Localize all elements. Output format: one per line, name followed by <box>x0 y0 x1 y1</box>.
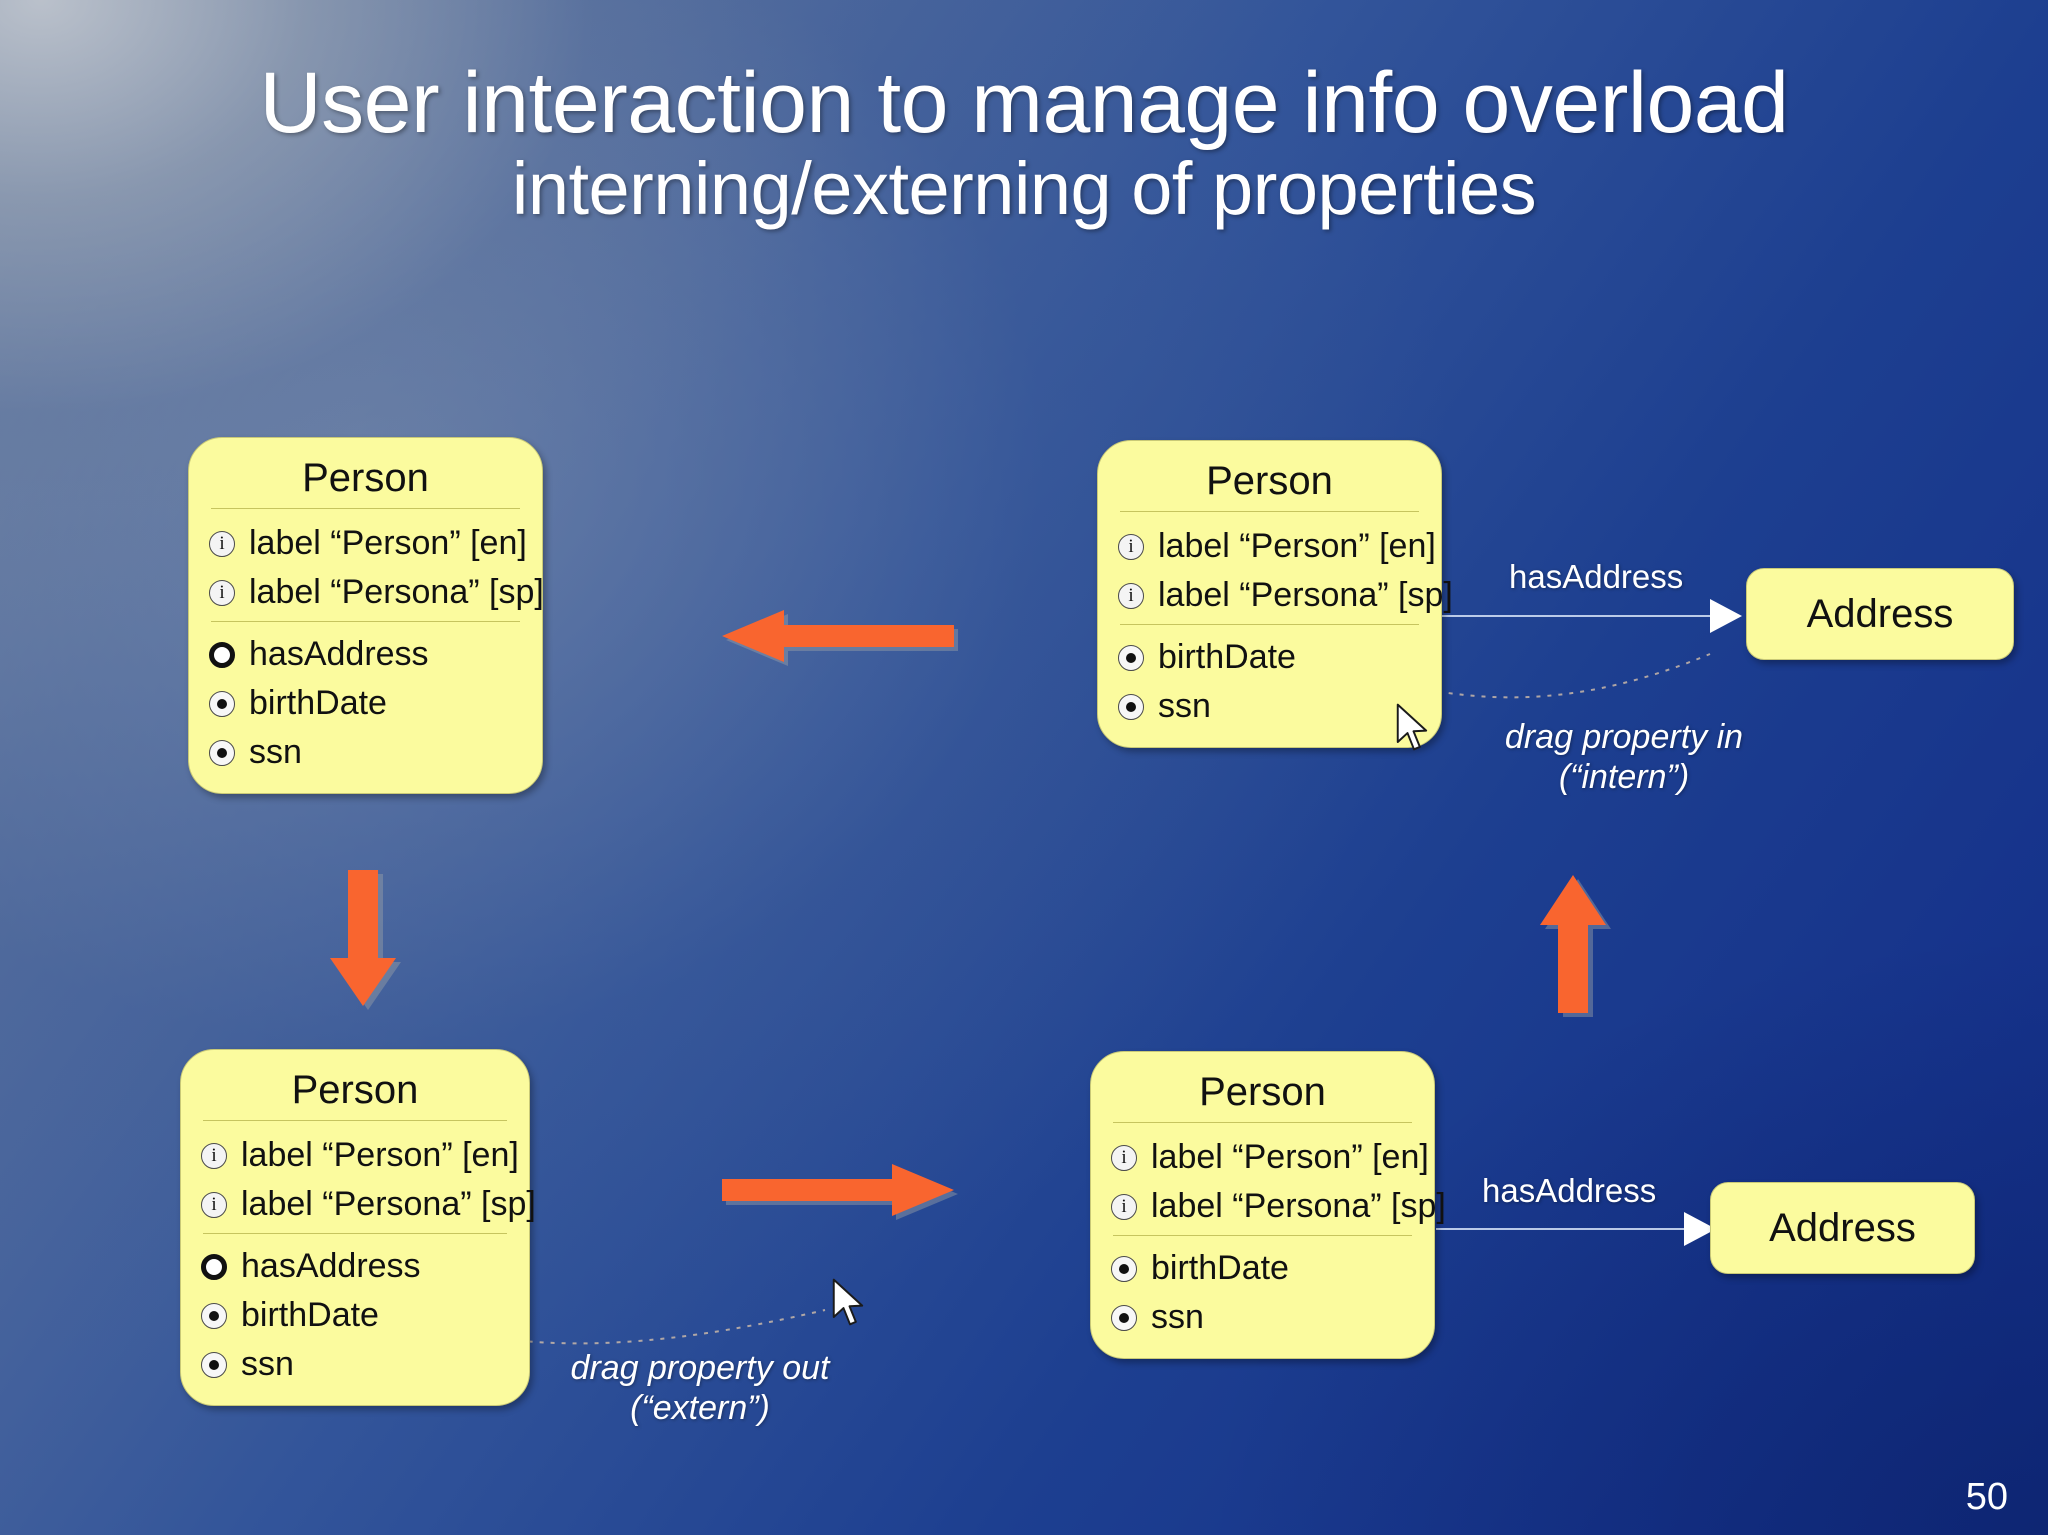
object-property-icon <box>209 641 235 668</box>
datatype-property-icon <box>209 739 235 766</box>
datatype-property-icon <box>209 690 235 717</box>
property-row-ssn[interactable]: ssn <box>181 1340 529 1389</box>
class-title: Person <box>291 1068 419 1112</box>
info-icon: i <box>1118 533 1144 560</box>
note-intern-line2: (“intern”) <box>1558 758 1690 797</box>
info-icon: i <box>209 579 235 606</box>
object-property-icon <box>201 1253 227 1280</box>
divider <box>211 508 520 509</box>
datatype-property-icon <box>1111 1304 1137 1331</box>
slide-title-block: User interaction to manage info overload… <box>0 58 2048 231</box>
class-box-address-bottom[interactable]: Address <box>1710 1182 1975 1274</box>
mouse-cursor-intern <box>1396 703 1428 751</box>
divider <box>1113 1235 1412 1237</box>
annotation-label: label “Persona” [sp] <box>241 1185 536 1224</box>
class-title: Person <box>1206 459 1333 503</box>
datatype-property-icon <box>1118 644 1144 671</box>
property-row-ssn[interactable]: ssn <box>1091 1293 1434 1342</box>
divider <box>211 621 520 623</box>
class-title: Person <box>302 456 429 500</box>
orange-arrow-left <box>722 610 958 666</box>
divider <box>1120 624 1419 626</box>
property-row-birthdate[interactable]: birthDate <box>1098 633 1441 682</box>
property-label: hasAddress <box>241 1247 421 1286</box>
datatype-property-icon <box>201 1302 227 1329</box>
datatype-property-icon <box>201 1351 227 1378</box>
orange-arrow-up <box>1540 875 1611 1017</box>
page-number: 50 <box>1965 1476 2008 1518</box>
property-row-birthdate[interactable]: birthDate <box>189 679 542 728</box>
note-extern-line2: (“extern”) <box>630 1389 770 1428</box>
property-label: birthDate <box>241 1296 379 1335</box>
annotation-label: label “Person” [en] <box>1158 527 1436 565</box>
datatype-property-icon <box>1111 1255 1137 1282</box>
property-row-hasaddress[interactable]: hasAddress <box>181 1242 529 1291</box>
datatype-property-icon <box>1118 693 1144 720</box>
annotation-row[interactable]: i label “Person” [en] <box>189 519 542 568</box>
note-intern-line1: drag property in <box>1504 718 1744 756</box>
note-intern: drag property in (“intern”) <box>1494 717 1754 797</box>
class-box-person-top-left[interactable]: Person i label “Person” [en] i label “Pe… <box>188 437 544 795</box>
class-title: Address <box>1769 1205 1916 1250</box>
slide-subtitle: interning/externing of properties <box>511 147 1537 231</box>
divider <box>203 1233 507 1235</box>
annotation-row[interactable]: i label “Persona” [sp] <box>1098 571 1453 620</box>
property-row-birthdate[interactable]: birthDate <box>181 1291 529 1340</box>
property-row-ssn[interactable]: ssn <box>1098 682 1441 731</box>
orange-arrow-down <box>330 870 401 1010</box>
property-label: hasAddress <box>249 635 429 674</box>
divider <box>203 1120 507 1121</box>
annotation-label: label “Person” [en] <box>241 1136 519 1174</box>
annotation-label: label “Person” [en] <box>249 524 527 562</box>
property-row-hasaddress[interactable]: hasAddress <box>189 630 542 679</box>
info-icon: i <box>1111 1193 1137 1220</box>
annotation-row[interactable]: i label “Person” [en] <box>1091 1133 1434 1182</box>
property-label: birthDate <box>249 684 387 723</box>
orange-arrow-right <box>722 1164 958 1220</box>
annotation-label: label “Persona” [sp] <box>1158 576 1453 615</box>
divider <box>1120 511 1419 512</box>
annotation-row[interactable]: i label “Persona” [sp] <box>1091 1182 1446 1231</box>
property-label: ssn <box>1151 1298 1204 1337</box>
class-box-person-bottom-left[interactable]: Person i label “Person” [en] i label “Pe… <box>180 1049 536 1407</box>
relation-arrowhead-top <box>1710 599 1742 633</box>
class-box-person-bottom-right[interactable]: Person i label “Person” [en] i label “Pe… <box>1090 1051 1446 1360</box>
relation-label-bottom: hasAddress <box>1482 1172 1657 1209</box>
info-icon: i <box>1118 582 1144 609</box>
relation-line-bottom <box>1436 1228 1694 1230</box>
property-label: birthDate <box>1158 638 1296 677</box>
note-extern: drag property out (“extern”) <box>560 1348 840 1428</box>
class-box-person-top-right[interactable]: Person i label “Person” [en] i label “Pe… <box>1097 440 1453 749</box>
property-label: ssn <box>249 733 302 772</box>
info-icon: i <box>209 530 235 557</box>
class-title: Person <box>1199 1070 1326 1114</box>
divider <box>1113 1122 1412 1123</box>
annotation-label: label “Person” [en] <box>1151 1138 1429 1176</box>
annotation-label: label “Persona” [sp] <box>1151 1187 1446 1226</box>
mouse-cursor-extern <box>832 1278 864 1326</box>
property-label: ssn <box>241 1345 294 1384</box>
property-row-birthdate[interactable]: birthDate <box>1091 1244 1434 1293</box>
info-icon: i <box>201 1191 227 1218</box>
info-icon: i <box>1111 1144 1137 1171</box>
property-label: ssn <box>1158 687 1211 726</box>
relation-label-top: hasAddress <box>1509 558 1684 595</box>
annotation-row[interactable]: i label “Person” [en] <box>181 1131 529 1180</box>
info-icon: i <box>201 1142 227 1169</box>
property-label: birthDate <box>1151 1249 1289 1288</box>
class-box-address-top[interactable]: Address <box>1746 568 2014 660</box>
annotation-row[interactable]: i label “Persona” [sp] <box>189 568 544 617</box>
property-row-ssn[interactable]: ssn <box>189 728 542 777</box>
annotation-row[interactable]: i label “Person” [en] <box>1098 522 1441 571</box>
annotation-row[interactable]: i label “Persona” [sp] <box>181 1180 536 1229</box>
relation-line-top <box>1442 615 1720 617</box>
annotation-label: label “Persona” [sp] <box>249 573 544 612</box>
note-extern-line1: drag property out <box>570 1349 830 1387</box>
class-title: Address <box>1806 591 1954 636</box>
slide-title: User interaction to manage info overload <box>259 55 1789 151</box>
